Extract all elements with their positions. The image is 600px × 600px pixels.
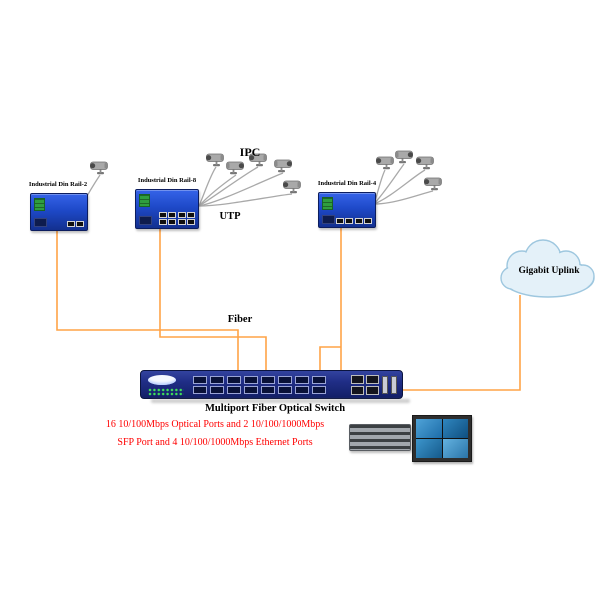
ip-camera-icon <box>226 161 245 175</box>
device-panel <box>322 215 335 224</box>
fiber-label: Fiber <box>227 314 253 325</box>
utp-label: UTP <box>219 211 241 222</box>
terminal-block <box>34 198 45 211</box>
utp-cables <box>81 163 434 207</box>
fiber-cables <box>56 228 521 391</box>
gigabit-ethernet-ports <box>351 375 379 395</box>
ip-camera-icon <box>274 159 293 173</box>
brand-logo <box>148 375 176 385</box>
ip-camera-icon <box>375 156 394 170</box>
device-panel <box>34 218 47 227</box>
terminal-block <box>139 194 150 207</box>
ip-camera-icon <box>415 156 434 170</box>
ip-camera-icon <box>395 150 414 164</box>
ip-camera-icon <box>205 153 224 167</box>
din-rail-4-switch <box>318 192 376 228</box>
fiber-optical-switch <box>140 370 403 399</box>
ethernet-ports <box>335 218 372 224</box>
din-rail-8-label: Industrial Din Rail-8 <box>137 177 197 184</box>
din-rail-4-label: Industrial Din Rail-4 <box>317 180 377 187</box>
ip-camera-icon <box>89 161 108 175</box>
video-wall-display <box>412 415 472 462</box>
nvr-server <box>349 424 411 451</box>
optical-ports <box>193 376 326 394</box>
status-leds <box>148 388 184 396</box>
uplink-cloud <box>500 239 595 298</box>
device-panel <box>139 216 152 225</box>
gigabit-uplink-label: Gigabit Uplink <box>518 266 580 276</box>
switch-description-line1: 16 10/100Mbps Optical Ports and 2 10/100… <box>105 419 325 430</box>
switch-title: Multiport Fiber Optical Switch <box>204 403 346 414</box>
video-wall-screens <box>416 419 468 458</box>
ipc-label: IPC <box>239 145 261 159</box>
din-rail-2-switch <box>30 193 88 231</box>
terminal-block <box>322 197 333 210</box>
din-rail-8-switch <box>135 189 199 229</box>
sfp-slots <box>382 376 397 394</box>
din-rail-2-label: Industrial Din Rail-2 <box>28 181 88 188</box>
ethernet-ports <box>66 221 84 227</box>
switch-description-line2: SFP Port and 4 10/100/1000Mbps Ethernet … <box>117 437 313 448</box>
ethernet-ports <box>158 211 195 225</box>
ip-camera-icon <box>423 177 442 191</box>
